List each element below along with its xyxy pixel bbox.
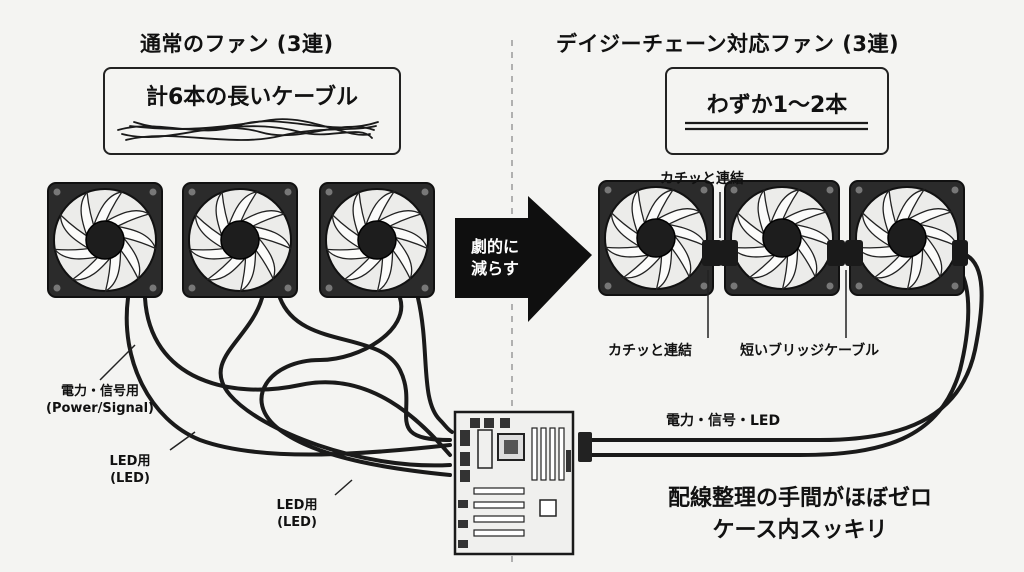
- label-led1-en: (LED): [110, 471, 150, 486]
- reduce-arrow: [455, 196, 592, 322]
- right-box-label: わずか1〜2本: [706, 93, 848, 118]
- label-led1-jp: LED用: [109, 454, 151, 469]
- left-box-label: 計6本の長いケーブル: [146, 85, 358, 110]
- cable-plug: [578, 432, 592, 462]
- clean-lines: [685, 121, 868, 131]
- left-title: 通常のファン (3連): [140, 32, 334, 56]
- label-power-en: (Power/Signal): [46, 401, 154, 416]
- fan-left-1: [47, 182, 163, 298]
- fan-right-1: [598, 180, 714, 296]
- fan-left-2: [182, 182, 298, 298]
- tangled-scribble: [117, 118, 379, 141]
- right-title: デイジーチェーン対応ファン (3連): [556, 32, 900, 56]
- motherboard: [453, 410, 575, 556]
- arrow-line2: 減らす: [471, 259, 519, 278]
- benefit-line2: ケース内スッキリ: [712, 518, 888, 543]
- fan-left-3: [319, 182, 435, 298]
- fan-right-2: [724, 180, 840, 296]
- label-cable-combined: 電力・信号・LED: [666, 413, 781, 429]
- arrow-label: 劇的に 減らす: [460, 236, 530, 280]
- connector-3: [952, 240, 968, 266]
- label-click-bottom: カチッと連結: [608, 343, 692, 359]
- connector-1: [702, 240, 738, 266]
- arrow-line1: 劇的に: [470, 237, 519, 256]
- daisy-cable: [588, 253, 984, 457]
- benefit-line1: 配線整理の手間がほぼゼロ: [667, 486, 932, 511]
- label-bridge-cable: 短いブリッジケーブル: [740, 343, 880, 359]
- connector-2: [827, 240, 863, 266]
- label-click-top: カチッと連結: [660, 171, 744, 187]
- label-power-signal: 電力・信号用 (Power/Signal): [25, 383, 175, 417]
- fan-right-3: [849, 180, 965, 296]
- messy-cables: [124, 296, 454, 477]
- right-cable-box: わずか1〜2本: [665, 67, 889, 155]
- label-led-2: LED用 (LED): [257, 497, 337, 531]
- leader-lines-right: [707, 192, 847, 338]
- left-cable-box: 計6本の長いケーブル: [103, 67, 401, 155]
- benefit-text: 配線整理の手間がほぼゼロ ケース内スッキリ: [630, 483, 970, 547]
- label-led-1: LED用 (LED): [90, 453, 170, 487]
- leader-lines-left: [99, 344, 353, 496]
- label-power-jp: 電力・信号用: [60, 384, 139, 399]
- label-led2-jp: LED用: [276, 498, 318, 513]
- label-led2-en: (LED): [277, 515, 317, 530]
